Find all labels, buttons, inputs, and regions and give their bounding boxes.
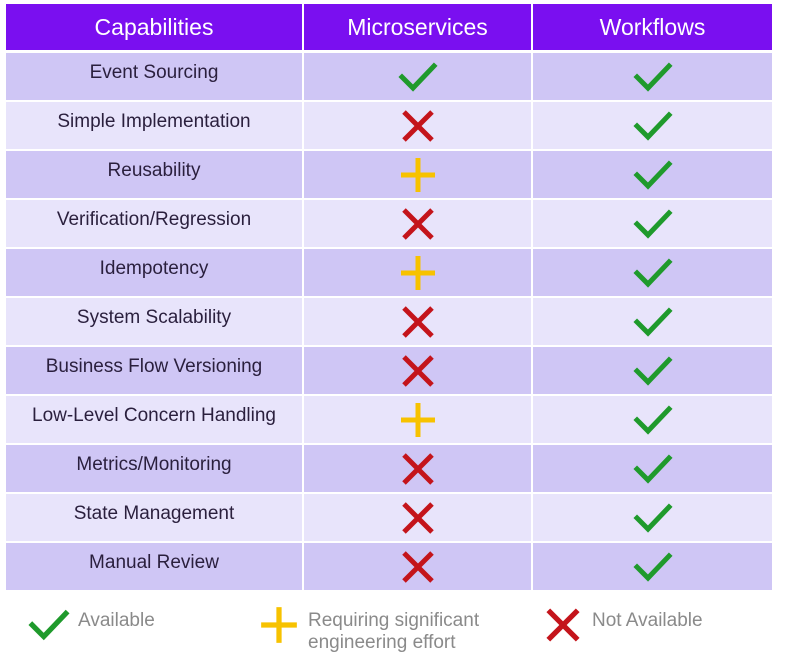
capability-name: State Management (6, 494, 304, 541)
microservices-status (304, 543, 533, 590)
workflows-status (533, 494, 772, 541)
plus-icon (400, 402, 435, 437)
table-row: Verification/Regression (6, 200, 774, 247)
legend-available: Available (28, 604, 155, 646)
table-header-row: Capabilities Microservices Workflows (6, 4, 774, 50)
workflows-status (533, 151, 772, 198)
table-row: Business Flow Versioning (6, 347, 774, 394)
check-icon (632, 355, 673, 386)
check-icon (632, 551, 673, 582)
cross-icon (401, 305, 434, 338)
table-row: Manual Review (6, 543, 774, 590)
table-row: Low-Level Concern Handling (6, 396, 774, 443)
table-row: Idempotency (6, 249, 774, 296)
table-row: System Scalability (6, 298, 774, 345)
table-row: Metrics/Monitoring (6, 445, 774, 492)
header-microservices: Microservices (304, 4, 533, 50)
workflows-status (533, 298, 772, 345)
check-icon (632, 61, 673, 92)
cross-icon (401, 207, 434, 240)
workflows-status (533, 347, 772, 394)
check-icon (28, 609, 70, 641)
microservices-status (304, 396, 533, 443)
check-icon (632, 159, 673, 190)
check-icon (632, 208, 673, 239)
capability-name: Low-Level Concern Handling (6, 396, 304, 443)
comparison-table: Capabilities Microservices Workflows Eve… (6, 4, 774, 592)
capability-name: Idempotency (6, 249, 304, 296)
microservices-status (304, 347, 533, 394)
legend-available-label: Available (78, 610, 155, 631)
check-icon (397, 61, 438, 92)
microservices-status (304, 445, 533, 492)
plus-icon (400, 255, 435, 290)
workflows-status (533, 445, 772, 492)
table-row: Simple Implementation (6, 102, 774, 149)
microservices-status (304, 494, 533, 541)
microservices-status (304, 200, 533, 247)
microservices-status (304, 53, 533, 100)
capability-name: System Scalability (6, 298, 304, 345)
header-capabilities: Capabilities (6, 4, 304, 50)
legend-effort: Requiring significant engineering effort (258, 604, 479, 654)
workflows-status (533, 543, 772, 590)
check-icon (632, 453, 673, 484)
cross-icon (401, 501, 434, 534)
capability-name: Simple Implementation (6, 102, 304, 149)
microservices-status (304, 298, 533, 345)
capability-name: Metrics/Monitoring (6, 445, 304, 492)
microservices-status (304, 249, 533, 296)
table-row: Event Sourcing (6, 53, 774, 100)
table-row: Reusability (6, 151, 774, 198)
workflows-status (533, 396, 772, 443)
microservices-status (304, 151, 533, 198)
check-icon (632, 110, 673, 141)
legend-not-available-label: Not Available (592, 610, 703, 631)
cross-icon (401, 452, 434, 485)
plus-icon (400, 157, 435, 192)
cross-icon (401, 550, 434, 583)
table-row: State Management (6, 494, 774, 541)
capability-name: Verification/Regression (6, 200, 304, 247)
legend: Available Requiring significant engineer… (0, 604, 786, 664)
capability-name: Reusability (6, 151, 304, 198)
capability-name: Business Flow Versioning (6, 347, 304, 394)
legend-not-available: Not Available (542, 604, 703, 646)
legend-effort-line2: engineering effort (308, 632, 456, 653)
capability-name: Event Sourcing (6, 53, 304, 100)
check-icon (632, 257, 673, 288)
cross-icon (401, 354, 434, 387)
workflows-status (533, 102, 772, 149)
plus-icon (261, 607, 297, 643)
cross-icon (546, 608, 580, 642)
workflows-status (533, 200, 772, 247)
workflows-status (533, 249, 772, 296)
microservices-status (304, 102, 533, 149)
check-icon (632, 306, 673, 337)
check-icon (632, 502, 673, 533)
header-workflows: Workflows (533, 4, 772, 50)
workflows-status (533, 53, 772, 100)
check-icon (632, 404, 673, 435)
legend-effort-label: Requiring significant engineering effort (308, 610, 479, 654)
cross-icon (401, 109, 434, 142)
legend-effort-line1: Requiring significant (308, 610, 480, 631)
capability-name: Manual Review (6, 543, 304, 590)
